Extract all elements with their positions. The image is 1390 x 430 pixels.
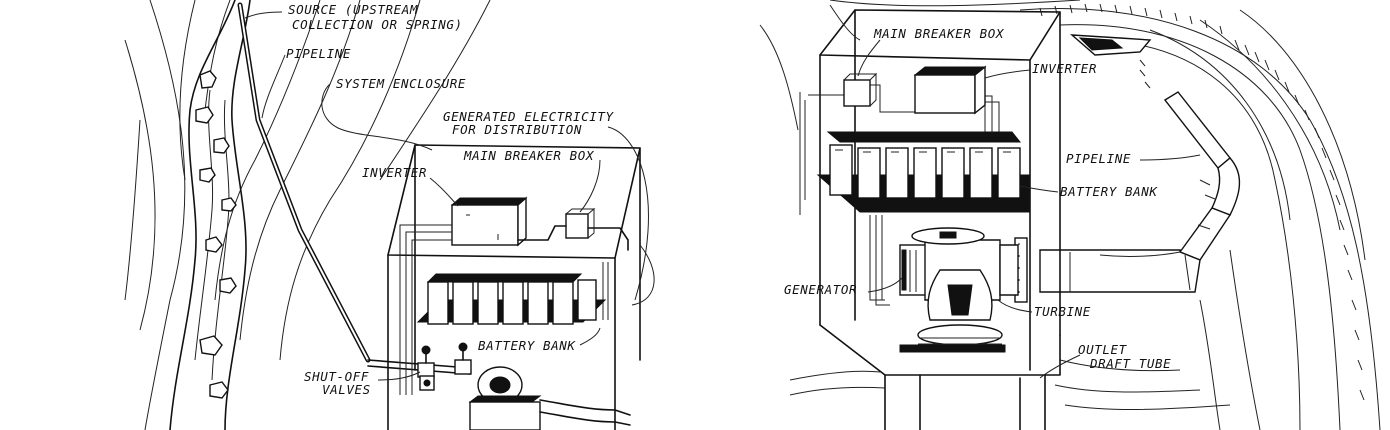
label-shutoff-line1: SHUT-OFF: [304, 369, 369, 384]
left-leader-lines: [244, 11, 649, 381]
right-labels: MAIN BREAKER BOX INVERTER PIPELINE BATTE…: [784, 26, 1171, 371]
left-hillside-contours: [124, 0, 491, 430]
left-enclosure: [387, 144, 641, 430]
right-battery-bank: [816, 131, 1031, 213]
label-outlet-line2: DRAFT TUBE: [1089, 356, 1171, 371]
label-pipeline: PIPELINE: [286, 46, 351, 61]
label-pipeline-right: PIPELINE: [1066, 151, 1131, 166]
right-turbine: [899, 227, 1019, 353]
label-battery-bank-right: BATTERY BANK: [1060, 184, 1158, 199]
label-main-breaker-box: MAIN BREAKER BOX: [463, 148, 595, 163]
right-river-contours: [789, 0, 1381, 430]
label-system-enclosure: SYSTEM ENCLOSURE: [336, 76, 466, 91]
left-battery-bank: [416, 273, 607, 325]
left-stream: [169, 0, 251, 430]
left-labels: SOURCE (UPSTREAM COLLECTION OR SPRING) P…: [286, 2, 615, 397]
left-breaker-box: [517, 207, 629, 251]
right-intake: [1069, 34, 1152, 56]
label-main-breaker-box-right: MAIN BREAKER BOX: [873, 26, 1005, 41]
left-turbine-unit: [468, 366, 631, 430]
left-wiring: [399, 224, 655, 395]
label-inverter: INVERTER: [362, 165, 427, 180]
left-diagram: SOURCE (UPSTREAM COLLECTION OR SPRING) P…: [124, 0, 655, 430]
label-source-line2: COLLECTION OR SPRING): [292, 17, 463, 32]
right-inverter: [913, 65, 987, 115]
label-turbine-right: TURBINE: [1034, 304, 1091, 319]
right-breaker-box: [843, 72, 878, 107]
label-outlet-line1: OUTLET: [1078, 342, 1128, 357]
label-source-line1: SOURCE (UPSTREAM: [288, 2, 418, 17]
right-riverbank-texture: [1039, 3, 1365, 401]
right-enclosure: [819, 9, 1061, 430]
label-generator-right: GENERATOR: [784, 282, 857, 297]
right-pipeline: [1014, 59, 1241, 303]
right-generator: [899, 244, 929, 296]
right-leader-lines: [759, 4, 1201, 379]
label-generated-line1: GENERATED ELECTRICITY: [443, 109, 615, 124]
shut-off-valves: [417, 342, 472, 391]
right-diagram: MAIN BREAKER BOX INVERTER PIPELINE BATTE…: [759, 0, 1381, 430]
left-inverter: [450, 196, 528, 247]
label-inverter-right: INVERTER: [1032, 61, 1097, 76]
label-generated-line2: FOR DISTRIBUTION: [452, 122, 582, 137]
label-shutoff-line2: VALVES: [322, 382, 371, 397]
label-battery-bank: BATTERY BANK: [478, 338, 576, 353]
